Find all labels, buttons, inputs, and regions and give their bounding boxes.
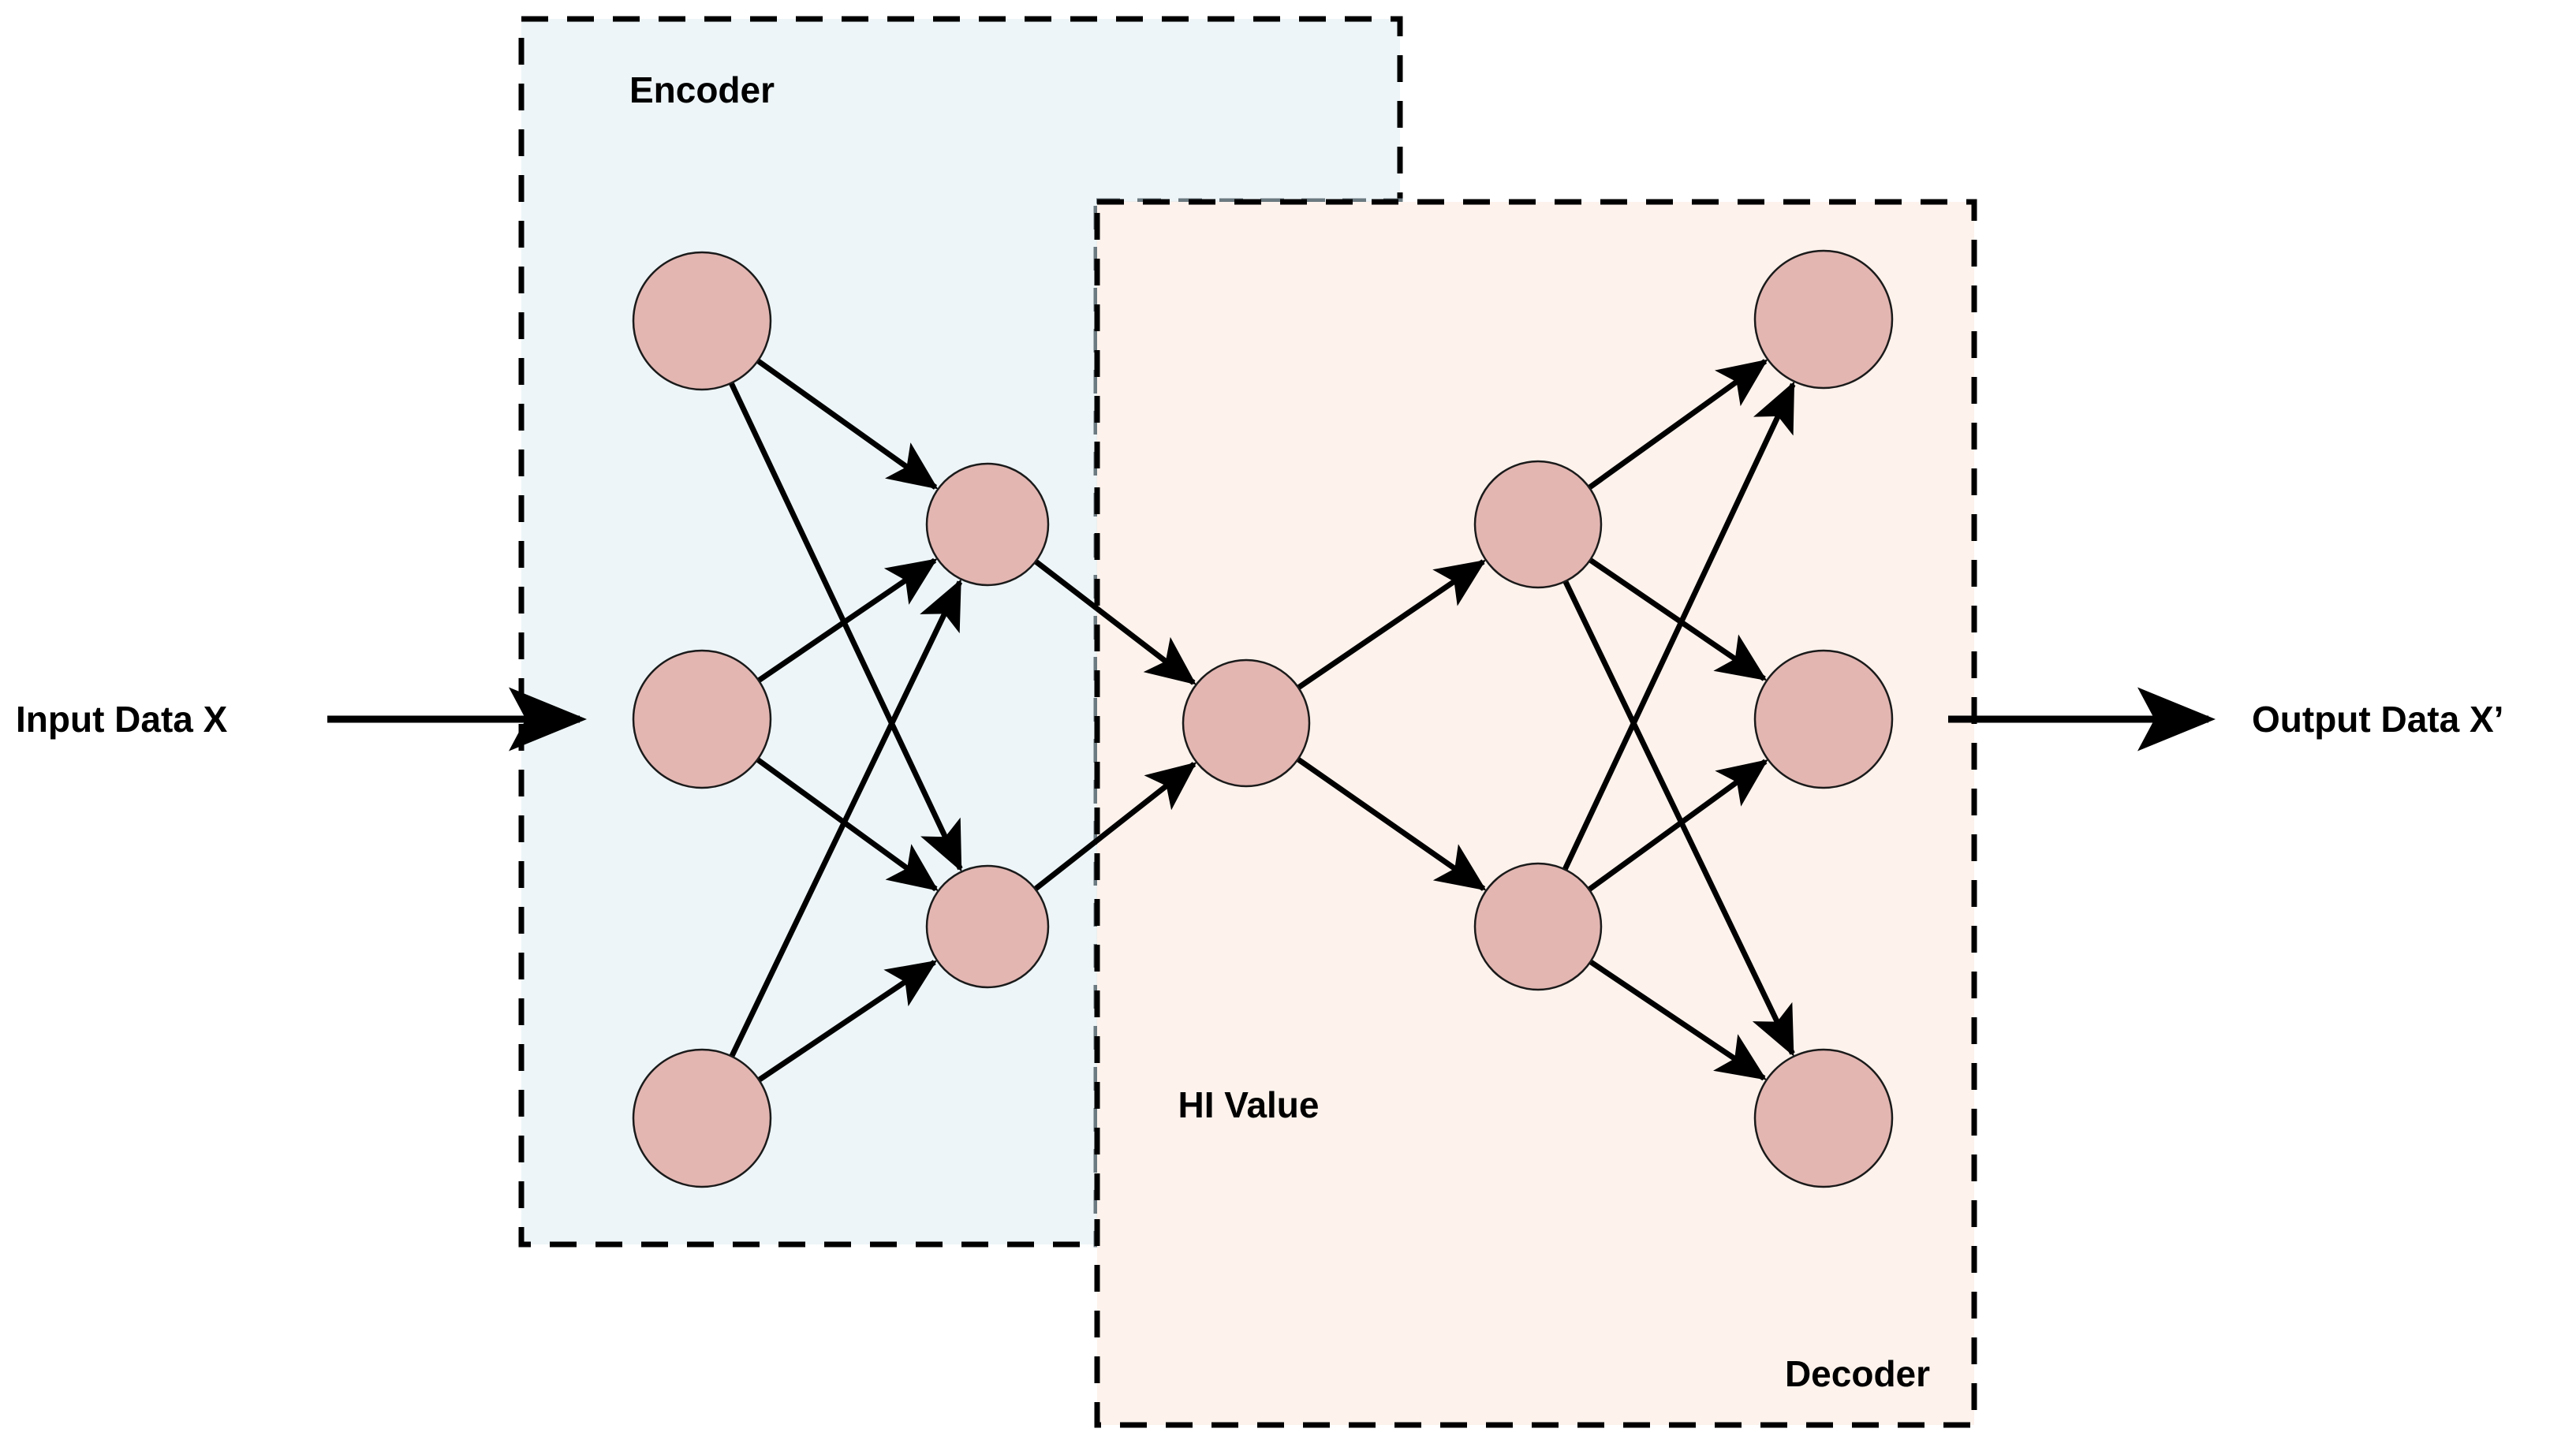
region-box-decoder	[1094, 199, 1977, 1428]
neuron-node-lat1	[1182, 658, 1311, 788]
neuron-node-dec1	[1473, 460, 1603, 589]
output-label: Output Data X’	[2252, 699, 2503, 740]
neuron-node-out3	[1753, 1048, 1894, 1188]
edge-lat1-to-dec2	[1295, 756, 1487, 891]
edge-lat1-to-dec1	[1296, 559, 1487, 691]
edge-enc2-to-lat1	[1032, 762, 1197, 892]
edge-dec1-to-out1	[1587, 359, 1768, 491]
region-label-decoder: Decoder	[1785, 1353, 1930, 1394]
edge-in3-to-enc2	[756, 960, 938, 1083]
edge-dec1-to-out3	[1562, 579, 1795, 1057]
neuron-node-in3	[632, 1048, 772, 1188]
edge-in1-to-enc1	[756, 358, 939, 490]
edge-in2-to-enc1	[756, 558, 938, 684]
region-label-encoder: Encoder	[629, 69, 775, 110]
nodes-layer	[632, 249, 1894, 1188]
neuron-node-enc1	[925, 462, 1050, 587]
edge-in3-to-enc1	[729, 579, 963, 1059]
neuron-node-in1	[632, 251, 772, 391]
input-label: Input Data X	[16, 699, 228, 740]
region-label-bottleneck: HI Value	[1178, 1084, 1320, 1125]
neuron-node-out1	[1753, 249, 1894, 390]
edge-dec2-to-out3	[1588, 959, 1767, 1081]
edge-enc1-to-lat1	[1033, 558, 1197, 685]
neuron-node-enc2	[925, 864, 1050, 989]
edges-layer	[728, 358, 1796, 1083]
neuron-node-dec2	[1473, 862, 1603, 991]
edge-in1-to-enc2	[728, 381, 963, 872]
edge-dec1-to-out2	[1588, 557, 1768, 681]
io-labels-layer: Input Data X Output Data X’	[16, 699, 2503, 740]
neuron-node-in2	[632, 649, 772, 789]
edge-dec2-to-out2	[1586, 759, 1768, 893]
edge-dec2-to-out1	[1562, 381, 1796, 871]
neuron-node-out2	[1753, 649, 1894, 789]
